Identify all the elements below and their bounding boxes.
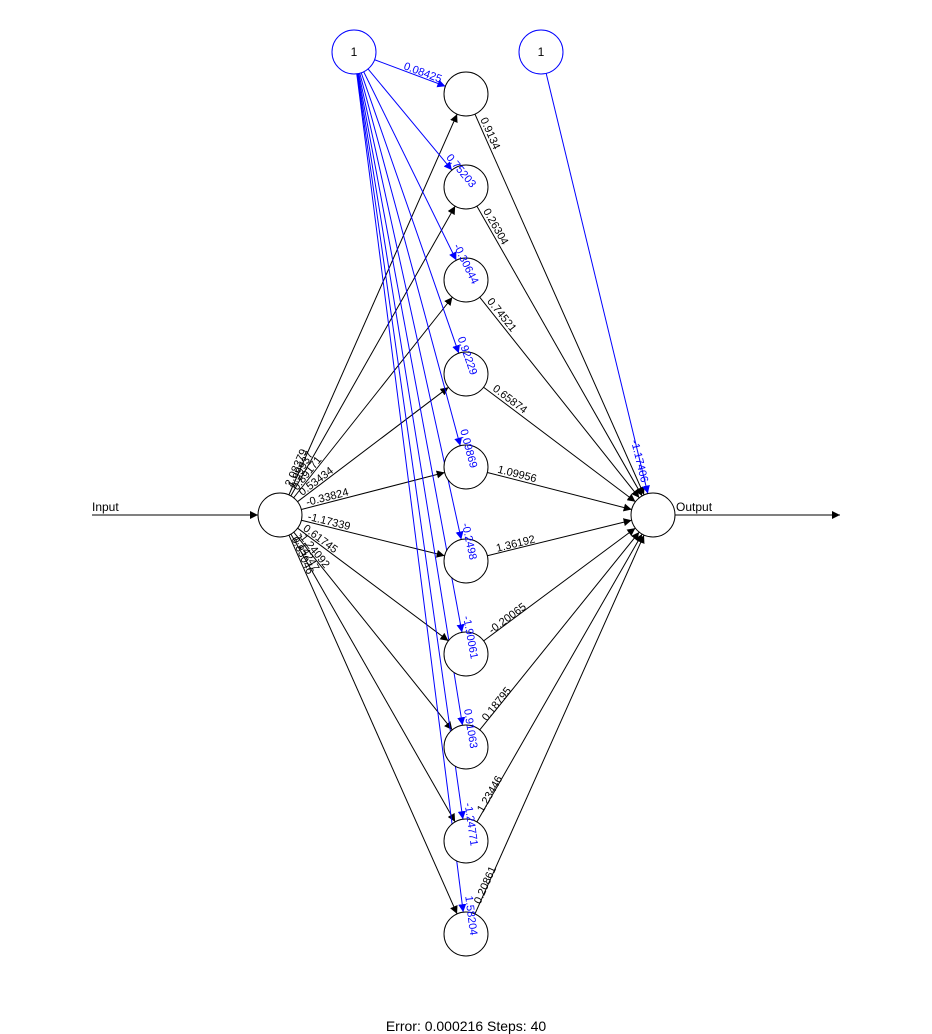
hidden-node-3 xyxy=(443,257,489,303)
input-label: Input xyxy=(92,500,119,514)
weight-hidden-output-5: 1.09956 xyxy=(496,464,538,486)
edge-input-to-hidden-9 xyxy=(290,533,456,823)
edge-hidden-to-output-10 xyxy=(474,534,645,915)
output-node xyxy=(630,492,676,538)
edge-input-to-hidden-3 xyxy=(293,296,453,499)
hidden-node-5 xyxy=(443,444,489,490)
weight-hidden-output-4: 0.65874 xyxy=(490,383,529,417)
hidden-node-2 xyxy=(443,164,489,210)
edge-bias-to-hidden-2 xyxy=(367,68,453,171)
edge-bias-to-output xyxy=(545,73,650,494)
output-label: Output xyxy=(676,500,713,514)
edge-input-to-hidden-4 xyxy=(297,386,449,503)
hidden-node-9 xyxy=(443,818,489,864)
edge-hidden-to-output-1 xyxy=(474,113,645,496)
edge-input-to-hidden-6 xyxy=(301,519,445,558)
edge-input-to-hidden-8 xyxy=(293,531,453,731)
edge-input-to-hidden-7 xyxy=(297,527,449,642)
edge-hidden-to-output-8 xyxy=(479,531,640,731)
weight-hidden-output-6: 1.36192 xyxy=(495,534,536,555)
bias-node-output xyxy=(518,29,564,75)
edge-hidden-to-output-2 xyxy=(476,205,643,497)
edge-input-to-hidden-10 xyxy=(288,534,458,915)
weight-hidden-output-3: 0.74521 xyxy=(484,296,518,335)
weight-hidden-output-1: 0.9134 xyxy=(477,116,502,152)
hidden-node-7 xyxy=(443,631,489,677)
bias-node-hidden-label: 1 xyxy=(351,45,358,59)
edge-hidden-to-output-4 xyxy=(483,386,636,503)
weight-hidden-output-7: -0.20065 xyxy=(487,601,529,637)
labels-layer: 2.083791.999370.891710.53434-0.33824-1.1… xyxy=(92,45,713,936)
bias-node-hidden xyxy=(331,29,377,75)
hidden-node-8 xyxy=(443,724,489,770)
edge-input-to-hidden-5 xyxy=(301,470,445,510)
edge-bias-to-hidden-3 xyxy=(363,71,457,261)
edge-hidden-to-output-5 xyxy=(487,471,632,512)
edges-layer xyxy=(92,59,840,915)
hidden-node-6 xyxy=(443,538,489,584)
weight-bias-hidden-10: 1.58204 xyxy=(462,895,479,936)
edge-hidden-to-output-7 xyxy=(483,527,636,642)
hidden-node-1 xyxy=(443,71,489,117)
footer-error-steps: Error: 0.000216 Steps: 40 xyxy=(385,1018,547,1034)
edge-hidden-to-output-3 xyxy=(479,296,640,499)
bias-node-output-label: 1 xyxy=(538,45,545,59)
edge-bias-to-hidden-10 xyxy=(356,73,467,913)
edge-hidden-to-output-6 xyxy=(487,518,632,557)
input-node xyxy=(257,492,303,538)
nodes-layer xyxy=(257,29,676,957)
edge-bias-to-hidden-7 xyxy=(357,73,465,633)
edge-input-to-hidden-1 xyxy=(288,113,458,496)
edge-input-to-hidden-2 xyxy=(290,205,456,497)
weight-bias-hidden-1: 0.08425 xyxy=(402,60,443,85)
edge-hidden-to-output-9 xyxy=(476,533,643,823)
edge-bias-to-hidden-4 xyxy=(360,72,460,354)
weight-hidden-output-2: 0.26304 xyxy=(480,207,510,247)
weight-hidden-output-9: 1.23446 xyxy=(475,774,505,814)
edge-bias-to-hidden-1 xyxy=(374,59,446,88)
hidden-node-4 xyxy=(443,351,489,397)
edge-bias-to-hidden-8 xyxy=(357,73,466,726)
edge-bias-to-hidden-9 xyxy=(356,73,466,820)
hidden-node-10 xyxy=(443,911,489,957)
weight-hidden-output-8: 0.18795 xyxy=(480,685,514,723)
edge-bias-to-hidden-5 xyxy=(359,73,463,446)
weight-hidden-output-10: 0.20861 xyxy=(472,865,499,906)
